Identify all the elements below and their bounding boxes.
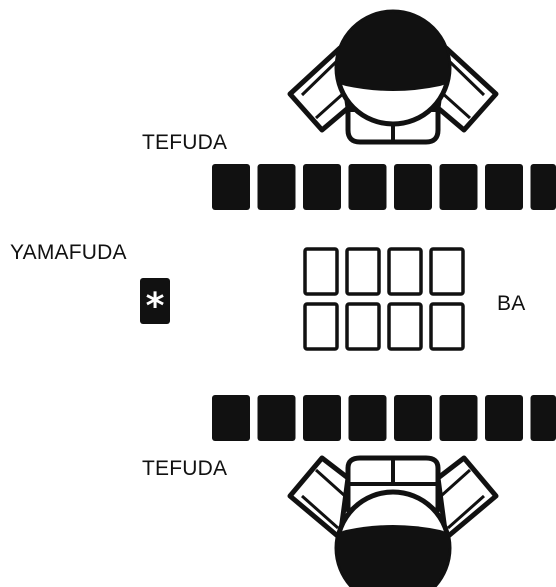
face-down-card [530,164,556,210]
tefuda-bottom-label: TEFUDA [142,457,228,480]
ba-label: BA [497,292,526,315]
field-card [345,302,381,351]
field-card [429,247,465,296]
face-down-card [348,395,387,441]
face-down-card [439,164,478,210]
face-down-card [212,395,250,441]
ba-field-cards [303,247,465,351]
face-down-card [212,164,250,210]
face-down-card [439,395,478,441]
opponent-player-icon [287,9,499,145]
face-down-card [394,395,432,441]
player-hand [212,395,556,441]
opponent-hand [212,164,556,210]
field-card [429,302,465,351]
yamafuda-deck: * [140,278,170,327]
face-down-card [257,395,296,441]
field-card [303,302,339,351]
face-down-card [257,164,296,210]
yamafuda-label: YAMAFUDA [10,241,127,264]
face-down-card [303,395,341,441]
asterisk-icon: * [146,286,165,327]
field-card [387,302,423,351]
face-down-card [303,164,341,210]
tefuda-top-label: TEFUDA [142,131,228,154]
face-down-card [394,164,432,210]
self-player-icon [287,455,499,587]
field-card [387,247,423,296]
field-card [303,247,339,296]
face-down-card [485,395,523,441]
face-down-card [530,395,556,441]
face-down-card [348,164,387,210]
face-down-card [485,164,523,210]
field-card [345,247,381,296]
